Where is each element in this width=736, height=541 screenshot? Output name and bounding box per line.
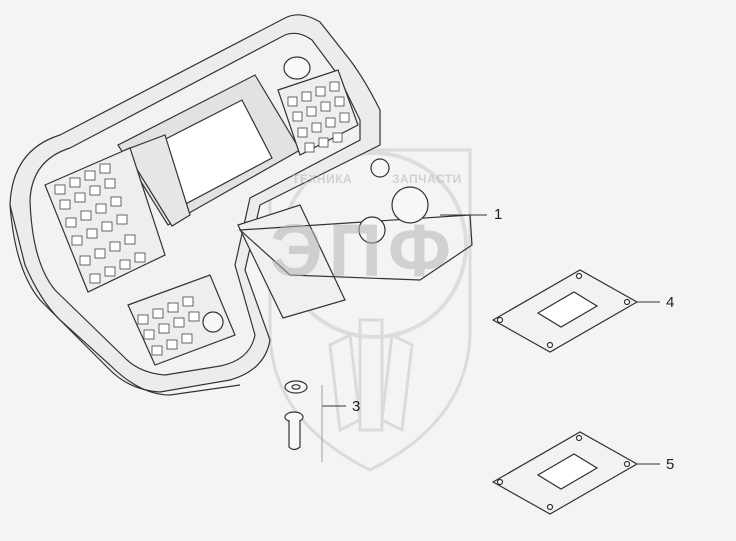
callout-1: 1 <box>494 206 503 223</box>
button-grid-left <box>54 163 146 284</box>
control-panel <box>9 14 473 396</box>
washer-bolt <box>284 380 308 451</box>
button-grid-bottom <box>137 296 200 356</box>
watermark-right-word: ЗАПЧАСТИ <box>392 172 462 186</box>
button-grid-right <box>287 81 350 153</box>
watermark-left-word: ТЕХНИКА <box>292 172 353 186</box>
callout-4: 4 <box>666 294 675 311</box>
callout-3: 3 <box>352 398 361 415</box>
leader-lines <box>321 214 660 465</box>
watermark-logo-letters: ЭПФ <box>270 209 457 292</box>
callout-5: 5 <box>666 456 675 473</box>
